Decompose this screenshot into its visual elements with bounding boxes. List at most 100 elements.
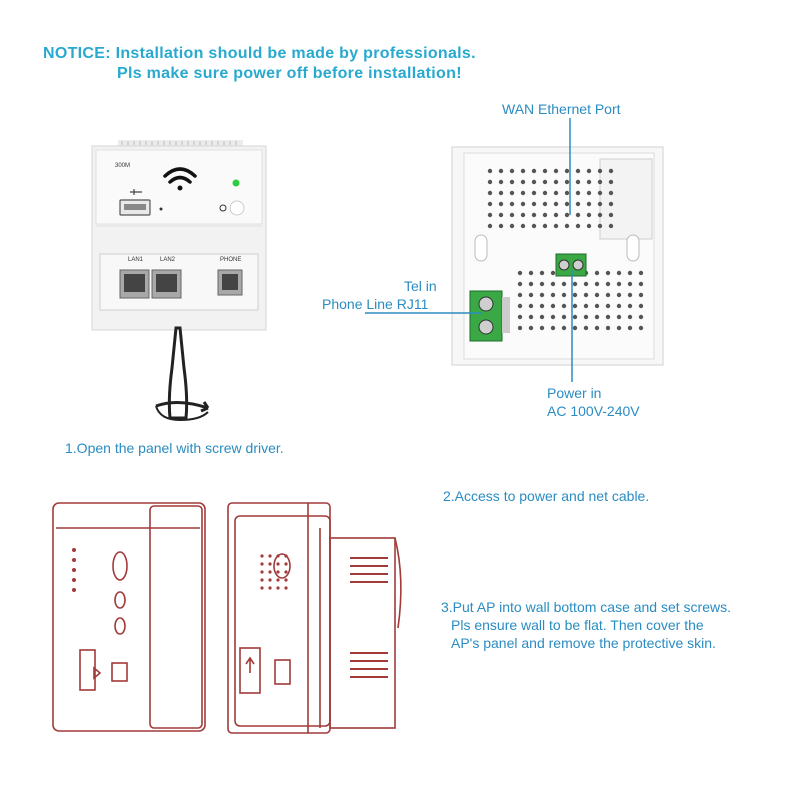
vent-hole xyxy=(594,325,600,331)
vent-hole xyxy=(608,168,614,174)
vent-hole xyxy=(542,168,548,174)
vent-hole xyxy=(616,281,622,287)
vent-hole xyxy=(561,314,567,320)
vent-hole xyxy=(520,179,526,185)
vent-hole xyxy=(575,201,581,207)
vent-hole xyxy=(487,201,493,207)
vent-hole xyxy=(586,168,592,174)
vent-hole xyxy=(627,270,633,276)
vent-hole xyxy=(564,212,570,218)
vent-hole xyxy=(260,570,264,574)
vent-hole xyxy=(268,578,272,582)
vent-hole xyxy=(268,586,272,590)
vent-hole xyxy=(487,179,493,185)
vent-hole xyxy=(517,281,523,287)
vent-hole xyxy=(564,223,570,229)
vent-hole xyxy=(542,201,548,207)
model-label: 300M xyxy=(115,163,131,169)
front-line-drawing xyxy=(52,502,206,732)
vent-hole xyxy=(509,212,515,218)
wifi-icon xyxy=(163,167,197,191)
vent-hole xyxy=(284,586,288,590)
vent-hole xyxy=(583,314,589,320)
vent-hole xyxy=(528,303,534,309)
power-in-label: Power in xyxy=(547,385,602,401)
vent-hole xyxy=(260,562,264,566)
vent-hole xyxy=(586,190,592,196)
vent-hole xyxy=(539,281,545,287)
vent-hole xyxy=(517,314,523,320)
vent-hole xyxy=(268,562,272,566)
vent-hole xyxy=(498,190,504,196)
vent-hole xyxy=(520,168,526,174)
vent-hole xyxy=(498,223,504,229)
vent-hole xyxy=(260,586,264,590)
vent-hole xyxy=(539,303,545,309)
power-terminal-icon xyxy=(555,253,587,277)
vent-hole xyxy=(553,223,559,229)
vent-hole xyxy=(520,223,526,229)
vent-hole xyxy=(260,554,264,558)
vent-hole xyxy=(284,554,288,558)
vent-hole xyxy=(531,201,537,207)
vent-hole xyxy=(528,292,534,298)
vent-hole xyxy=(520,190,526,196)
vent-hole xyxy=(583,281,589,287)
vent-hole xyxy=(553,201,559,207)
vent-hole xyxy=(528,270,534,276)
notice-line-1: NOTICE: Installation should be made by p… xyxy=(43,45,476,62)
screwdriver-illustration xyxy=(155,326,210,422)
vent-hole xyxy=(542,190,548,196)
vent-hole xyxy=(498,179,504,185)
vent-hole xyxy=(572,325,578,331)
vent-hole xyxy=(575,179,581,185)
vent-hole xyxy=(542,223,548,229)
power-icon xyxy=(219,204,227,212)
vent-hole xyxy=(528,314,534,320)
vent-hole xyxy=(564,201,570,207)
vent-hole xyxy=(616,325,622,331)
vent-hole xyxy=(520,212,526,218)
step-3-line-2: Pls ensure wall to be flat. Then cover t… xyxy=(451,617,704,633)
vent-hole xyxy=(572,281,578,287)
front-panel-illustration: 300M LAN1 LAN2 PHONE xyxy=(90,140,270,331)
vent-hole xyxy=(553,212,559,218)
vent-hole xyxy=(553,168,559,174)
vent-hole xyxy=(487,190,493,196)
vent-hole xyxy=(260,578,264,582)
vent-hole xyxy=(561,292,567,298)
vent-hole xyxy=(575,223,581,229)
vent-hole xyxy=(586,179,592,185)
vent-hole xyxy=(276,578,280,582)
vent-hole xyxy=(616,314,622,320)
vent-hole xyxy=(594,281,600,287)
vent-holes-lower xyxy=(517,270,644,331)
vent-hole xyxy=(284,578,288,582)
vent-hole xyxy=(550,325,556,331)
vent-hole xyxy=(561,281,567,287)
vent-hole xyxy=(616,270,622,276)
side-line-drawing xyxy=(227,502,402,734)
lan2-label: LAN2 xyxy=(160,257,176,263)
vent-hole xyxy=(517,292,523,298)
vent-hole xyxy=(509,201,515,207)
vent-hole xyxy=(528,325,534,331)
phone-label: PHONE xyxy=(220,257,242,263)
vent-hole xyxy=(276,562,280,566)
vent-hole xyxy=(268,570,272,574)
vent-hole xyxy=(605,281,611,287)
vent-hole xyxy=(509,223,515,229)
vent-hole xyxy=(616,292,622,298)
vent-hole xyxy=(531,212,537,218)
back-panel-drawing xyxy=(451,146,664,366)
vent-hole xyxy=(517,303,523,309)
vent-hole xyxy=(638,281,644,287)
usb-icon xyxy=(130,189,142,195)
vent-hole xyxy=(498,168,504,174)
vent-hole xyxy=(517,270,523,276)
vent-hole xyxy=(561,325,567,331)
vent-hole xyxy=(509,190,515,196)
vent-hole xyxy=(638,314,644,320)
vent-hole xyxy=(638,270,644,276)
